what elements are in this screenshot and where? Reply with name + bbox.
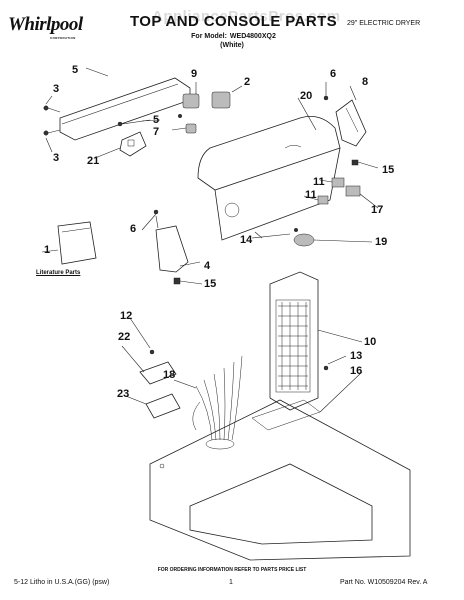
clip-15-lower [173,277,203,285]
wire-harness-part [173,355,243,450]
page-number: 1 [229,579,233,586]
lint-screen-part [269,271,363,411]
part-number: Part No. W10509204 Rev. A [340,579,428,586]
callout-16: 16 [350,365,363,377]
callout-2: 2 [244,76,251,88]
screw-12 [129,317,155,355]
dryer-top-part [149,371,411,561]
rear-panel-part [59,67,191,141]
callout-13: 13 [350,350,363,362]
callout-21: 21 [87,155,100,167]
callout-4: 4 [204,260,211,272]
callout-19: 19 [375,236,388,248]
clip-15-upper [351,159,379,169]
model-label: For Model: [191,33,227,40]
callout-15-upper: 15 [382,164,395,176]
callout-7: 7 [153,126,160,138]
callout-22: 22 [118,331,131,343]
switch-11-upper [319,177,345,188]
switch-11-lower [303,195,329,205]
model-number: WED4800XQ2 [229,33,276,40]
callout-11-lower: 11 [305,189,317,201]
print-info: 5-12 Litho in U.S.A.(GG) (psw) [14,579,110,586]
switch-17 [345,185,379,209]
callout-11-upper: 11 [313,176,325,188]
screw-3-bottom [43,129,61,136]
callout-1: 1 [44,244,51,256]
brand-logo-subtitle: CORPORATION [50,36,76,40]
watermark-text: AppliancePartsPros.com [152,8,341,25]
callout-3-top: 3 [53,83,60,95]
screw-3-top [43,105,61,113]
hinge-part [94,131,147,159]
callout-20: 20 [300,90,313,102]
console-panel-part [197,97,341,241]
callout-23: 23 [117,388,130,400]
callout-6-right: 6 [330,68,337,80]
callout-15-lower: 15 [204,278,217,290]
callout-3-bottom: 3 [53,152,60,164]
bracket-22 [121,345,177,385]
brand-logo: Whirlpool [8,14,83,35]
knob-2 [211,85,243,109]
callout-6-left: 5 [153,114,160,126]
knob-7 [171,123,197,134]
callout-10: 10 [364,336,377,348]
callout-8: 8 [362,76,369,88]
bracket-23 [125,393,181,419]
callout-17: 17 [371,204,384,216]
callout-6-bracket: 6 [130,223,137,235]
callout-12: 12 [120,310,133,322]
ordering-note: FOR ORDERING INFORMATION REFER TO PARTS … [157,567,307,573]
screw-6-mid [177,113,183,119]
product-type: 29" ELECTRIC DRYER [347,20,421,27]
page-title: TOP AND CONSOLE PARTS [130,13,338,30]
knob-9 [182,82,200,109]
screw-6-right [323,82,329,101]
start-switch-part [251,227,373,247]
screw-13 [323,355,347,371]
callout-5-real: 5 [72,64,79,76]
callout-14: 14 [240,234,253,246]
literature-parts-label: Literature Parts [36,270,81,276]
callout-18: 18 [163,369,176,381]
model-line: For Model:WED4800XQ2 [0,33,464,40]
literature-book [41,221,97,265]
console-bracket-part [153,209,201,273]
callout-9: 9 [191,68,198,80]
model-color: (White) [220,42,244,49]
end-cap-bracket [335,85,367,147]
